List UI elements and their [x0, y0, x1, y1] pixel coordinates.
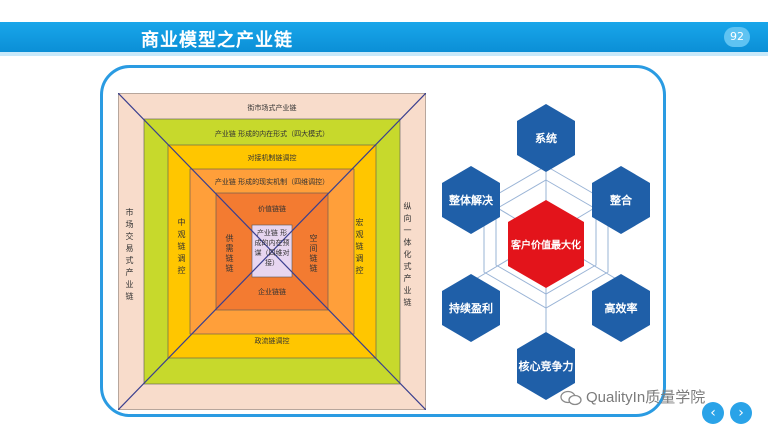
next-slide-button[interactable]: › [730, 402, 752, 424]
ring5-top-label: 价值链链 [258, 205, 286, 213]
hex-lower-right-label: 高效率 [604, 302, 638, 315]
wechat-icon [560, 390, 582, 406]
page-number: 92 [724, 27, 750, 47]
ring2-top-label: 产业链 形成的内在形式（四大模式） [214, 130, 330, 138]
pyramid-graphic [118, 93, 426, 410]
pyramid-top-label: 街市场式产业链 [247, 104, 297, 112]
watermark: QualityIn质量学院 [560, 386, 705, 407]
pyramid-bottom-label: 政流链调控 [254, 337, 290, 345]
ring2-right-label: 宏观链调控 [355, 218, 364, 278]
ring5-left-label: 供需链链 [225, 234, 234, 274]
prev-slide-button[interactable]: ‹ [702, 402, 724, 424]
header-bar: 商业模型之产业链 92 [0, 22, 768, 52]
ring5-right-label: 空间链链 [309, 234, 318, 274]
pyramid-left-label: 市场交易式产业链 [125, 208, 134, 304]
content-frame [100, 65, 666, 417]
hex-bottom-label: 核心竞争力 [518, 360, 574, 373]
ring4-top-label: 产业链 形成的现实机制（四维调控） [214, 178, 330, 186]
hexagon-graphic [442, 104, 650, 400]
ring3-top-label: 对接机制链调控 [247, 154, 297, 162]
header-divider [0, 52, 768, 56]
ring5-bottom-label: 企业链链 [258, 288, 286, 296]
value-hexagon-cluster: 系统 整体解决 整合 客户价值最大化 持续盈利 高效率 核心竞争力 [430, 96, 662, 406]
hex-lower-left-label: 持续盈利 [449, 302, 493, 315]
hex-center-label: 客户价值最大化 [511, 240, 581, 252]
pyramid-right-label: 纵向一体化式产业链 [403, 202, 412, 310]
page-title: 商业模型之产业链 [141, 30, 293, 51]
watermark-text: QualityIn质量学院 [586, 389, 706, 406]
pyramid-center-label: 产业链 形成的内在预谋（四维对接） [254, 229, 290, 267]
ring2-left-label: 中观链调控 [177, 218, 186, 278]
hex-upper-right-label: 整合 [610, 194, 632, 207]
hex-upper-left-label: 整体解决 [449, 194, 493, 207]
industry-chain-pyramid: 街市场式产业链 产业链 形成的内在形式（四大模式） 对接机制链调控 产业链 形成… [118, 93, 426, 410]
hex-top-label: 系统 [535, 132, 557, 145]
